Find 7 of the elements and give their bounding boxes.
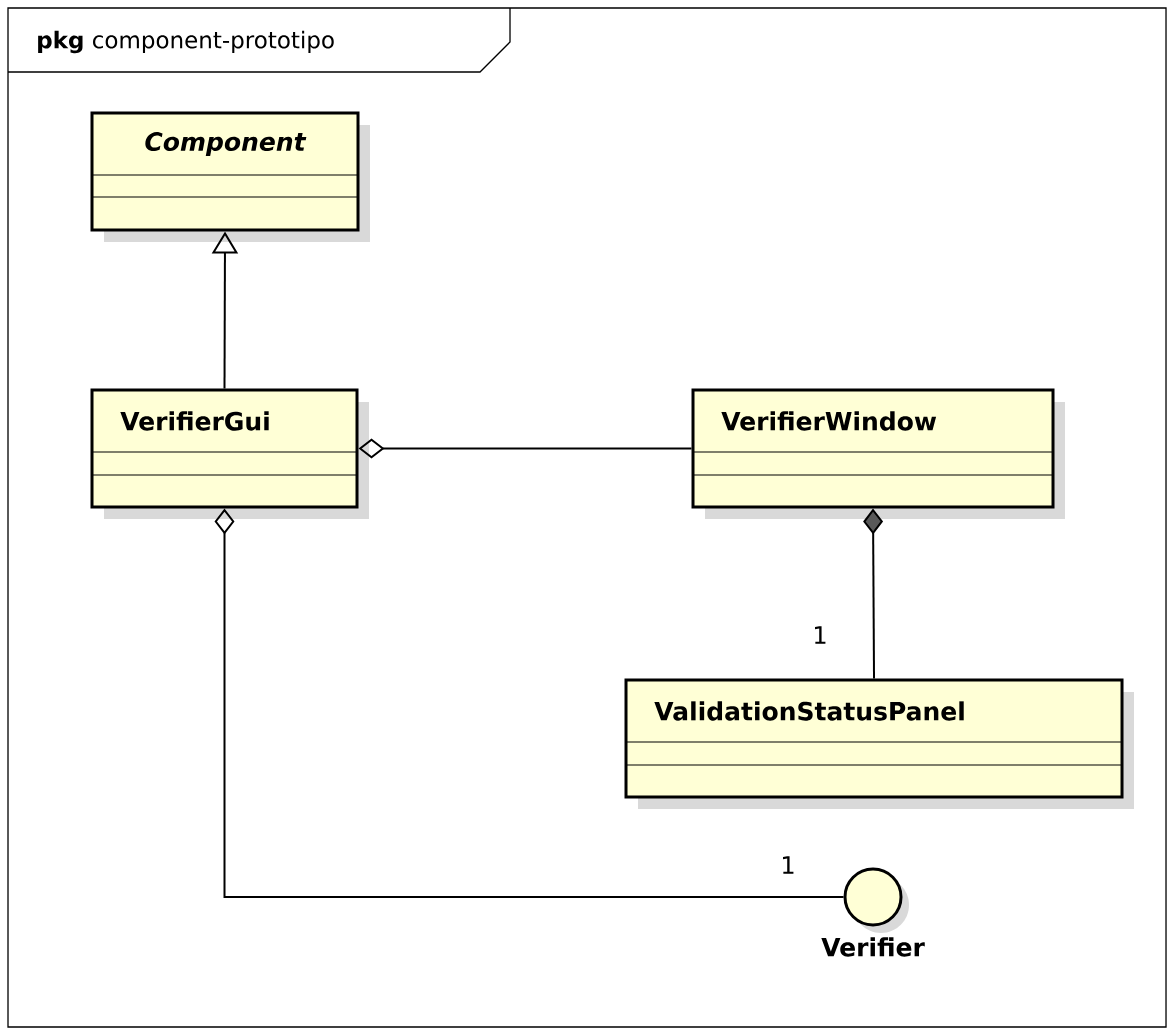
class-box: VerifierWindow bbox=[691, 388, 1065, 519]
multiplicity-label: 1 bbox=[778, 854, 798, 876]
node-label: Verifier bbox=[821, 937, 925, 957]
class-box: ValidationStatusPanel bbox=[624, 678, 1134, 809]
class-box: Component bbox=[90, 111, 370, 242]
class-box: VerifierGui bbox=[90, 388, 369, 519]
multiplicity-label: 1 bbox=[810, 624, 830, 646]
